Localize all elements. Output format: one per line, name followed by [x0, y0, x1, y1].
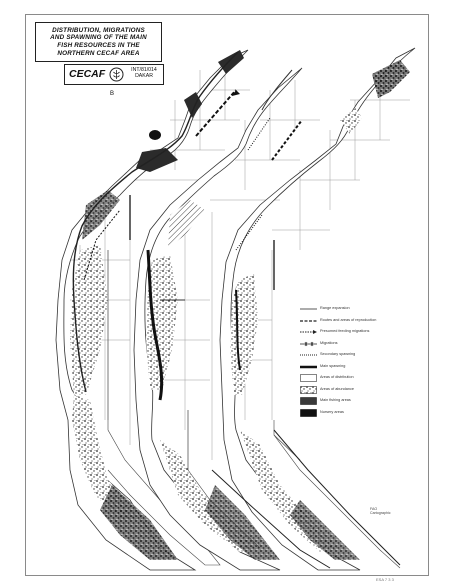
- legend-item: Main fishing areas: [300, 396, 390, 406]
- logo-box: CECAF INT/81/014 DAKAR: [64, 64, 164, 85]
- footer-id: ESA 7 3 3: [376, 577, 394, 582]
- title-line-2: AND SPAWNING OF THE MAIN: [50, 34, 147, 42]
- legend-label: Migrations: [320, 340, 338, 345]
- legend-item: Main spawning: [300, 362, 390, 372]
- legend-label: Nursery areas: [320, 409, 344, 414]
- title-line-3: FISH RESOURCES IN THE: [57, 42, 140, 49]
- legend-label: Main fishing areas: [320, 398, 351, 402]
- plain-line-symbol: [300, 308, 317, 310]
- legend-item: Areas of distribution: [300, 373, 390, 383]
- project-code: INT/81/014 DAKAR: [127, 67, 161, 80]
- legend-label: Areas of distribution: [320, 375, 354, 379]
- panel-1: [55, 49, 250, 571]
- light-box-symbol: [300, 374, 317, 382]
- cecaf-logo-text: CECAF: [69, 68, 106, 80]
- legend-item: Range expansion: [300, 304, 390, 314]
- dash-line-symbol: [300, 319, 317, 322]
- arrow-line-symbol: [300, 330, 317, 334]
- legend-label: Range expansion: [320, 306, 350, 310]
- panel-2: [133, 67, 320, 571]
- legend-item: Presumed feeding migrations: [300, 327, 390, 337]
- map-title-box: DISTRIBUTION, MIGRATIONS AND SPAWNING OF…: [35, 22, 162, 62]
- mid-box-symbol: [300, 385, 317, 394]
- number-box-symbol: [300, 408, 317, 417]
- legend-label: Presumed feeding migrations: [320, 329, 370, 333]
- title-line-4: NORTHERN CECAF AREA: [57, 49, 140, 57]
- dot-line-symbol: [300, 354, 317, 356]
- dark-box-symbol: [300, 397, 317, 405]
- legend-item: Routes and areas of reproduction: [300, 316, 390, 326]
- project-code-line-2: DAKAR: [135, 73, 153, 80]
- legend-label: Areas of abundance: [320, 386, 354, 391]
- legend-label: Secondary spawning: [320, 352, 356, 356]
- sheet-letter: B: [110, 91, 115, 97]
- legend-item: Areas of abundance: [300, 385, 390, 395]
- legend-label: Main spawning: [320, 363, 346, 368]
- cross-line-symbol: [300, 341, 317, 346]
- project-code-line-1: INT/81/014: [131, 67, 157, 73]
- map-credit: FAO Cartographic: [370, 507, 391, 515]
- panel-3: [219, 47, 416, 571]
- credit-line-1: FAO: [370, 507, 378, 511]
- thick-line-symbol: [300, 365, 317, 368]
- legend-item: Nursery areas: [300, 408, 390, 418]
- legend-item: Migrations: [300, 339, 390, 349]
- legend-label: Routes and areas of reproduction: [320, 317, 377, 322]
- legend-item: Secondary spawning: [300, 350, 390, 360]
- fao-emblem-icon: [109, 67, 124, 82]
- title-line-1: DISTRIBUTION, MIGRATIONS: [52, 26, 145, 34]
- credit-line-2: Cartographic: [370, 511, 391, 515]
